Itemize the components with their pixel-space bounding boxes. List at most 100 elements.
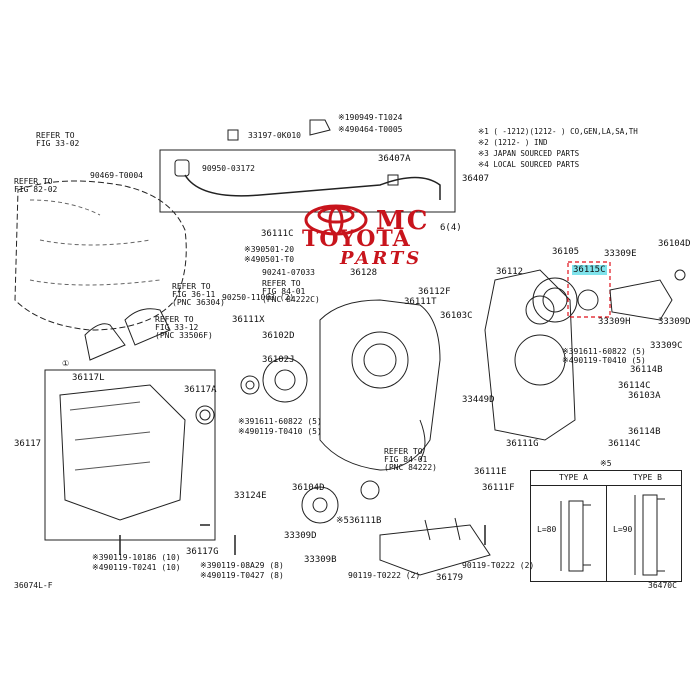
- notes-block: ※1 ( -1212)(1212- ) CO,GEN,LA,SA,TH ※2 (…: [478, 126, 638, 170]
- part-label-36114c[interactable]: 36114C: [618, 381, 651, 391]
- part-label-36103c[interactable]: 36103C: [440, 311, 473, 321]
- part-label-33449d[interactable]: 33449D: [462, 395, 495, 405]
- part-label-33309h[interactable]: 33309H: [598, 317, 631, 327]
- part-label-36111b[interactable]: ※536111B: [336, 516, 382, 526]
- toyota-emblem: [304, 204, 368, 236]
- type-b-label: TYPE B: [633, 473, 662, 482]
- type-a-column: [531, 485, 607, 581]
- part-label-90250[interactable]: 90250-11003 (2): [222, 293, 295, 302]
- part-label-90241[interactable]: 90241-07033: [262, 268, 315, 277]
- part-label-33197[interactable]: 33197-0K010: [248, 131, 301, 140]
- part-label-490464[interactable]: ※490464-T0005: [338, 125, 403, 134]
- part-label-36117l[interactable]: 36117L: [72, 373, 105, 383]
- circle-1-marker: ①: [62, 359, 70, 368]
- refer-line: FIG 33-12: [155, 323, 199, 332]
- part-label-33309c[interactable]: 33309C: [650, 341, 683, 351]
- part-label-36407a[interactable]: 36407A: [378, 154, 411, 164]
- refer-line: REFER TO: [14, 177, 53, 186]
- extension-36105: [532, 277, 578, 323]
- part-label-36117[interactable]: 36117: [14, 439, 42, 449]
- part-label-33124e[interactable]: 33124E: [234, 491, 267, 501]
- part-label-36114c-bottom[interactable]: 36114C: [608, 439, 641, 449]
- part-label-33309b[interactable]: 33309B: [304, 555, 337, 565]
- refer-33-12[interactable]: REFER TO FIG 33-12 (PNC 33506F): [155, 316, 213, 340]
- part-label-36111t[interactable]: 36111T: [404, 297, 437, 307]
- part-label-36112[interactable]: 36112: [496, 267, 524, 277]
- part-label-490501[interactable]: ※490501-T0: [244, 255, 295, 264]
- refer-line: FIG 82-02: [14, 185, 58, 194]
- part-label-36111e[interactable]: 36111E: [474, 467, 507, 477]
- part-label-490119-d[interactable]: ※490119-T0427 (8): [200, 571, 284, 580]
- part-label-490119-b[interactable]: ※490119-T0410 (5): [562, 356, 646, 365]
- part-label-36407[interactable]: 36407: [462, 174, 490, 184]
- refer-line: REFER TO: [262, 279, 301, 288]
- gear-33309d: [301, 486, 339, 524]
- callout-box-36117: [44, 369, 216, 541]
- part-label-36117a[interactable]: 36117A: [184, 385, 217, 395]
- note-1: ※1 ( -1212)(1212- ) CO,GEN,LA,SA,TH: [478, 127, 638, 136]
- part-label-36105[interactable]: 36105: [552, 247, 580, 257]
- part-label-90119-a[interactable]: 90119-T0222 (2): [348, 571, 421, 580]
- watermark-mc: MC: [376, 206, 430, 236]
- part-label-36104d-right[interactable]: 36104D: [658, 239, 691, 249]
- rear-cover-36112: [484, 269, 576, 441]
- refer-82-02[interactable]: REFER TO FIG 82-02: [14, 178, 57, 194]
- refer-line: FIG 33-02: [36, 139, 80, 148]
- refer-36-11[interactable]: REFER TO FIG 36-11 (PNC 36304): [172, 283, 225, 307]
- figure-code-right: 36470C: [648, 581, 677, 590]
- watermark-toyota: TOYOTA: [302, 226, 411, 252]
- type-table-drawings: [560, 494, 665, 576]
- note-2: ※2 (1212- ) IND: [478, 138, 548, 147]
- part-label-36102d[interactable]: 36102D: [262, 331, 295, 341]
- part-label-490119-a[interactable]: ※490119-T0410 (5): [238, 427, 322, 436]
- part-label-36179[interactable]: 36179: [436, 573, 464, 583]
- part-label-36104d[interactable]: 36104D: [292, 483, 325, 493]
- part-label-36111x[interactable]: 36111X: [232, 315, 265, 325]
- highlight-36115c: 36115C: [572, 265, 607, 275]
- refer-line: (PNC 84222C): [262, 295, 320, 304]
- part-label-33309d-right[interactable]: 33309D: [658, 317, 691, 327]
- cable-box: [159, 149, 456, 213]
- part-label-36111g[interactable]: 36111G: [506, 439, 539, 449]
- part-label-36111f[interactable]: 36111F: [482, 483, 515, 493]
- type-a-label: TYPE A: [559, 473, 588, 482]
- refer-line: REFER TO: [384, 447, 423, 456]
- part-label-36117g[interactable]: 36117G: [186, 547, 219, 557]
- part-label-36114b-top[interactable]: 36114B: [630, 365, 663, 375]
- refer-line: REFER TO: [172, 282, 211, 291]
- part-label-390501[interactable]: ※390501-20: [244, 245, 295, 254]
- part-label-33309d[interactable]: 33309D: [284, 531, 317, 541]
- part-label-90469[interactable]: 90469-T0004: [90, 171, 143, 180]
- transfer-case-36103c: [319, 299, 441, 471]
- part-label-qty-4[interactable]: 6(4): [440, 223, 462, 233]
- refer-line: FIG 84-01: [384, 455, 428, 464]
- part-label-490119-c[interactable]: ※490119-T0241 (10): [92, 563, 181, 572]
- part-label-36128[interactable]: 36128: [350, 268, 378, 278]
- part-label-36103a[interactable]: 36103A: [628, 391, 661, 401]
- type-table: TYPE A TYPE B L=80 L=90: [530, 470, 682, 582]
- refer-33-02[interactable]: REFER TO FIG 33-02: [36, 132, 79, 148]
- refer-line: FIG 36-11: [172, 290, 216, 299]
- part-label-391611-b[interactable]: ※391611-60822 (5): [562, 347, 646, 356]
- part-label-190949[interactable]: ※190949-T1024: [338, 113, 403, 122]
- part-label-390119-b[interactable]: ※390119-08A29 (8): [200, 561, 284, 570]
- refer-line: FIG 84-01: [262, 287, 306, 296]
- skid-plate-36179: [379, 524, 491, 576]
- part-label-36112f[interactable]: 36112F: [418, 287, 451, 297]
- part-label-90119-b[interactable]: 90119-T0222 (2): [462, 561, 535, 570]
- part-label-391611-a[interactable]: ※391611-60822 (5): [238, 417, 322, 426]
- note-4: ※4 LOCAL SOURCED PARTS: [478, 160, 580, 169]
- part-label-33309e[interactable]: 33309E: [604, 249, 637, 259]
- part-label-36111c[interactable]: 36111C: [261, 229, 294, 239]
- part-label-36115c[interactable]: 36115C: [572, 265, 607, 275]
- part-label-36114b[interactable]: 36114B: [628, 427, 661, 437]
- refer-line: REFER TO: [36, 131, 75, 140]
- part-label-90950[interactable]: 90950-03172: [202, 164, 255, 173]
- refer-line: (PNC 33506F): [155, 331, 213, 340]
- part-label-36102j[interactable]: 36102J: [262, 355, 295, 365]
- refer-84-01-b[interactable]: REFER TO FIG 84-01 (PNC 84222): [384, 448, 437, 472]
- refer-84-01-a[interactable]: REFER TO FIG 84-01 (PNC 84222C): [262, 280, 320, 304]
- watermark-parts: PARTS: [340, 248, 423, 269]
- part-label-390119-a[interactable]: ※390119-10186 (10): [92, 553, 181, 562]
